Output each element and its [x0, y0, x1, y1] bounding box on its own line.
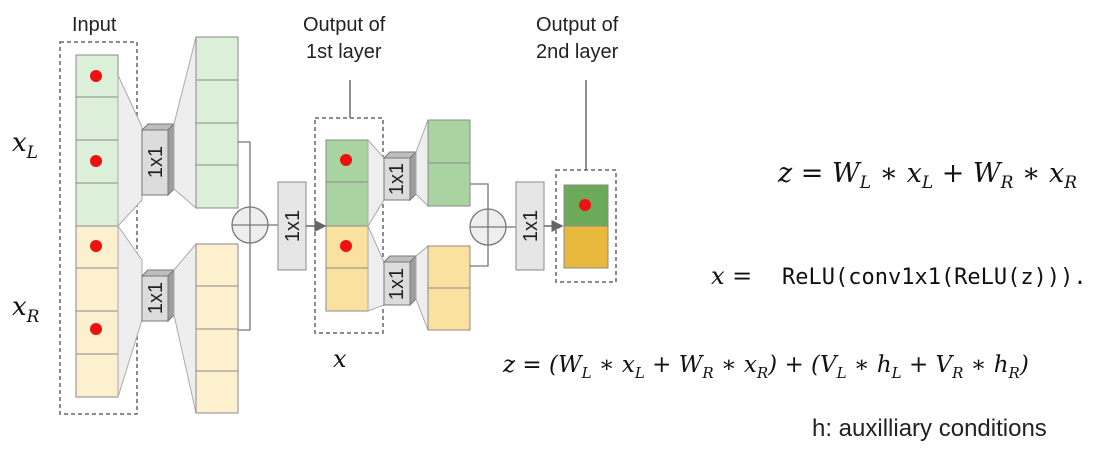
green-tower: [195, 36, 239, 209]
conv-label: 1x1: [386, 268, 408, 300]
equation-3: z = (WL ∗ xL + WR ∗ xR) + (VL ∗ hL + VR …: [502, 352, 1029, 382]
conv-label: 1x1: [520, 210, 542, 242]
sum-node-2: [469, 208, 507, 246]
layer1-column: [325, 139, 369, 312]
input-cell-green: [75, 182, 119, 227]
sum-node-1: [231, 206, 269, 244]
svg-text:z = WL ∗ xL + WR ∗ xR: z = WL ∗ xL + WR ∗ xR: [777, 158, 1077, 193]
equation-2: x = ReLU(conv1x1(ReLU(z))).: [711, 262, 1087, 290]
svg-text:x =: x =: [711, 262, 752, 290]
out2-label-line1: Output of: [536, 14, 619, 36]
connector: [238, 242, 251, 331]
xR-label: xR: [12, 292, 40, 327]
green-tower-mid: [427, 119, 471, 207]
funnel-expand-bottom: [173, 242, 197, 414]
funnel-expand-top: [173, 36, 197, 210]
conv-block-lower-mid: 1x1: [382, 254, 418, 307]
layer2-column: [563, 184, 609, 269]
xL-label: xL: [12, 128, 38, 163]
yellow-tower: [195, 243, 239, 414]
input-cell-yellow: [75, 353, 119, 398]
red-dot: [90, 323, 102, 335]
input-dashed-box: [59, 41, 138, 415]
funnel-l1-bottom: [367, 225, 385, 312]
conv-block-upper-mid: 1x1: [382, 150, 418, 202]
layer1-dashed-box: [314, 117, 384, 334]
connector: [238, 141, 251, 208]
conv-block-lower-left: 1x1: [140, 268, 176, 323]
funnel-expand-mid-top: [415, 119, 429, 208]
connector: [470, 245, 489, 267]
red-dot: [90, 155, 102, 167]
input-column: [75, 54, 119, 398]
equation-1: z = WL ∗ xL + WR ∗ xR: [777, 158, 1077, 193]
funnel-expand-mid-bottom: [415, 244, 429, 331]
conv-block-mid-1: 1x1: [277, 181, 307, 271]
red-dot: [340, 240, 352, 252]
out2-label-line2: 2nd layer: [536, 41, 619, 63]
red-dot: [90, 240, 102, 252]
caption: h: auxilliary conditions: [812, 415, 1047, 442]
conv-label: 1x1: [386, 163, 408, 195]
funnel-input-bottom: [117, 224, 143, 398]
yellow-tower-mid: [427, 245, 471, 331]
red-dot: [340, 154, 352, 166]
svg-text:ReLU(conv1x1(ReLU(z))).: ReLU(conv1x1(ReLU(z))).: [782, 265, 1087, 290]
svg-text:z = (WL ∗ xL + WR ∗ xR) + (VL: z = (WL ∗ xL + WR ∗ xR) + (VL ∗ hL + VR …: [502, 352, 1029, 382]
conv-label: 1x1: [145, 146, 167, 178]
input-label: Input: [72, 14, 117, 36]
connector: [470, 183, 489, 209]
out1-label-line1: Output of: [303, 14, 386, 36]
funnel-l1-top: [367, 138, 385, 228]
out1-label-line2: 1st layer: [306, 41, 382, 63]
input-cell-green: [75, 96, 119, 141]
conv-label: 1x1: [145, 282, 167, 314]
x-label: x: [333, 345, 347, 373]
input-cell-yellow: [75, 267, 119, 312]
funnel-input-top: [117, 74, 143, 228]
red-dot: [579, 199, 591, 211]
red-dot: [90, 70, 102, 82]
conv-block-upper-left: 1x1: [140, 122, 176, 197]
conv-block-mid-2: 1x1: [515, 181, 545, 271]
conv-label: 1x1: [282, 210, 304, 242]
layer2-dashed-box: [555, 169, 617, 283]
